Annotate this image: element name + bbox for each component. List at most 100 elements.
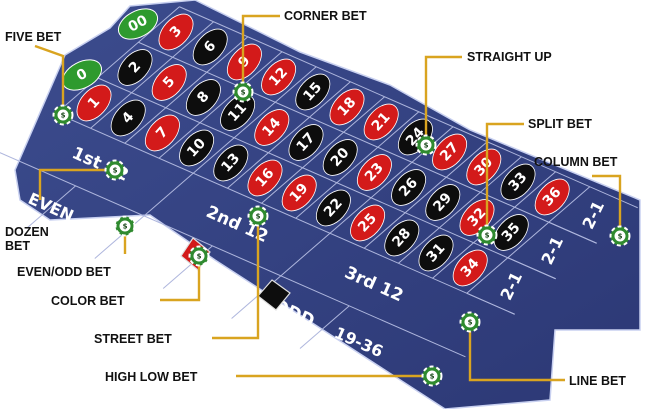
zero-pocket-0[interactable]: 0 — [57, 54, 106, 97]
number-oval — [281, 174, 317, 212]
dollar-icon: $ — [241, 89, 246, 97]
callout-labels: FIVE BET CORNER BET STRAIGHT UP SPLIT BE… — [5, 9, 626, 388]
number-oval — [117, 49, 153, 86]
grid-line — [295, 111, 420, 219]
number-cell-17[interactable]: 17 — [282, 118, 329, 167]
label-column-bet: COLUMN BET — [534, 155, 618, 169]
number-cell-18[interactable]: 18 — [323, 83, 370, 132]
dollar-icon: $ — [618, 233, 623, 241]
grid-line — [466, 186, 591, 294]
grid-line — [138, 41, 597, 244]
number-cell-35[interactable]: 35 — [487, 208, 534, 257]
number-cell-10[interactable]: 10 — [173, 124, 220, 173]
chip-center — [252, 210, 264, 222]
zero-pockets: 000 — [57, 3, 162, 97]
number-cell-30[interactable]: 30 — [460, 143, 507, 192]
number-oval — [144, 114, 180, 152]
number-cell-12[interactable]: 12 — [255, 53, 302, 102]
leader-dozen-bet — [38, 168, 113, 200]
dollar-icon: $ — [468, 319, 473, 327]
number-cell-19[interactable]: 19 — [275, 169, 322, 218]
number-oval — [213, 144, 249, 182]
grid-line — [143, 172, 194, 217]
grid-line — [466, 292, 515, 315]
grid-line — [227, 81, 351, 189]
number-cell-25[interactable]: 25 — [344, 199, 391, 248]
number-cell-3[interactable]: 3 — [152, 8, 199, 57]
number-cell-13[interactable]: 13 — [207, 139, 254, 188]
number-oval — [185, 79, 221, 116]
five-bet-chip: $ — [52, 104, 74, 126]
chip-center — [119, 220, 131, 232]
number-oval — [220, 94, 256, 131]
chip-center — [481, 229, 493, 241]
high-low-bet-chip: $ — [421, 365, 443, 387]
leader-street-bet — [212, 216, 260, 340]
number-cell-14[interactable]: 14 — [248, 103, 295, 152]
number-cell-29[interactable]: 29 — [419, 178, 466, 227]
grid-line — [97, 77, 556, 280]
number-cell-27[interactable]: 27 — [426, 128, 473, 177]
grid-line — [0, 152, 466, 358]
number-cell-34[interactable]: 34 — [446, 244, 493, 293]
number-cell-33[interactable]: 33 — [494, 158, 541, 207]
chip-center — [464, 316, 476, 328]
dollar-icon: $ — [123, 223, 128, 231]
number-cell-2[interactable]: 2 — [111, 43, 158, 92]
dozen-bet-chip: $ — [104, 159, 126, 181]
grid-line — [548, 221, 597, 244]
number-oval — [391, 169, 427, 206]
number-cell-21[interactable]: 21 — [357, 98, 404, 147]
number-oval — [500, 163, 536, 201]
line-bet-chip: $ — [459, 311, 481, 333]
number-cell-16[interactable]: 16 — [241, 154, 288, 203]
number-cell-31[interactable]: 31 — [412, 229, 459, 278]
number-oval — [247, 159, 283, 197]
number-cell-28[interactable]: 28 — [378, 214, 425, 263]
number-cell-7[interactable]: 7 — [139, 109, 186, 158]
corner-bet-chip: $ — [232, 81, 254, 103]
label-five-bet: FIVE BET — [5, 30, 62, 44]
zero-pocket-00[interactable]: 00 — [113, 3, 162, 46]
number-cell-5[interactable]: 5 — [145, 58, 192, 107]
leader-column-bet — [592, 174, 622, 236]
chip-center — [237, 86, 249, 98]
column-bet-chip: $ — [609, 225, 631, 247]
dollar-icon: $ — [61, 112, 66, 120]
number-cell-8[interactable]: 8 — [180, 73, 227, 122]
label-high-low-bet: HIGH LOW BET — [105, 370, 198, 384]
number-cell-23[interactable]: 23 — [351, 148, 398, 197]
number-cell-1[interactable]: 1 — [70, 79, 117, 128]
label-color-bet: COLOR BET — [51, 294, 125, 308]
street-bet-chip: $ — [247, 205, 269, 227]
number-oval — [363, 103, 399, 141]
grid-line — [124, 36, 249, 144]
number-cell-6[interactable]: 6 — [186, 23, 233, 72]
number-oval — [493, 214, 529, 251]
dollar-icon: $ — [485, 232, 490, 240]
leader-color-bet — [160, 258, 201, 302]
number-oval — [110, 99, 146, 137]
label-line-bet: LINE BET — [569, 374, 626, 388]
number-cell-15[interactable]: 15 — [289, 68, 336, 117]
dollar-icon: $ — [197, 253, 202, 261]
chip-center — [57, 109, 69, 121]
chip-center — [614, 230, 626, 242]
number-oval — [261, 58, 297, 96]
callout-leaders — [34, 14, 622, 382]
number-cell-26[interactable]: 26 — [385, 163, 432, 212]
number-oval — [534, 178, 570, 216]
number-oval — [295, 73, 331, 111]
number-cell-22[interactable]: 22 — [310, 184, 357, 233]
number-oval — [158, 13, 194, 51]
low-bet[interactable]: 1-18 — [0, 160, 5, 194]
number-cell-11[interactable]: 11 — [214, 88, 261, 137]
number-cell-20[interactable]: 20 — [316, 133, 363, 182]
number-cell-36[interactable]: 36 — [528, 173, 575, 222]
number-oval — [418, 234, 454, 272]
number-cell-9[interactable]: 9 — [221, 38, 268, 87]
number-cell-4[interactable]: 4 — [104, 94, 151, 143]
number-oval — [452, 249, 488, 287]
number-oval — [466, 148, 502, 186]
label-dozen-bet-line1: DOZEN — [5, 225, 49, 239]
